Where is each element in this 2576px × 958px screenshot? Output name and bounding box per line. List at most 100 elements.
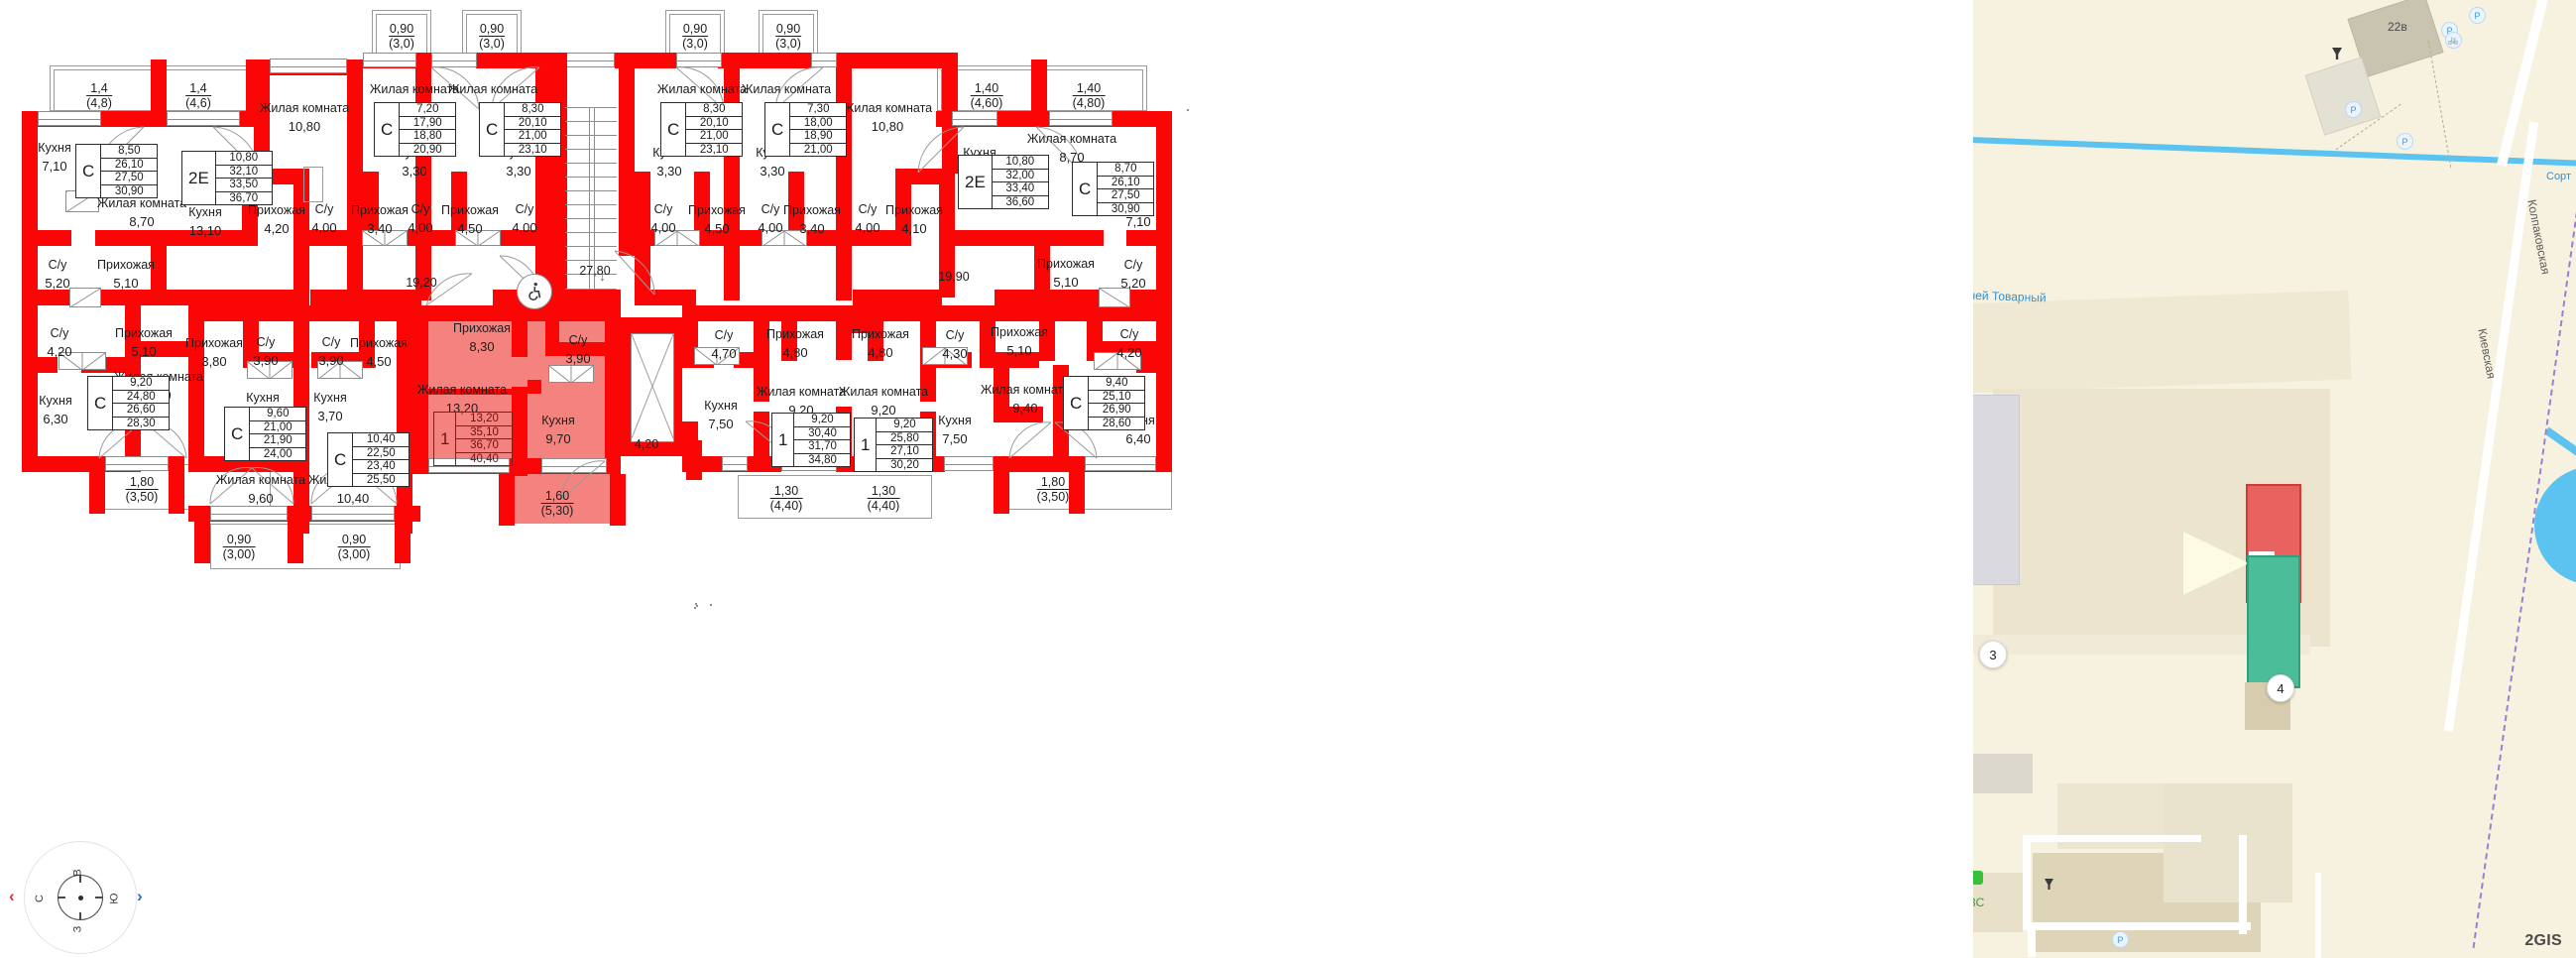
door xyxy=(614,250,658,299)
apartment-type: C xyxy=(381,119,394,139)
room-name: С/у xyxy=(50,326,69,340)
balcony-total: (4,60) xyxy=(970,96,1003,110)
room-area: 4,80 xyxy=(782,345,808,360)
apartment-area-value: 32,10 xyxy=(215,166,272,179)
room-name: С/у xyxy=(314,202,334,216)
rotate-right-arrow[interactable]: › xyxy=(137,887,143,905)
room-name: Прихожая xyxy=(852,327,909,341)
wall xyxy=(194,506,210,563)
wall xyxy=(359,307,375,367)
apartment-area-value: 33,40 xyxy=(992,182,1048,196)
bath-fixture xyxy=(1099,288,1130,307)
balcony-area: 1,4 xyxy=(185,81,211,96)
map-building xyxy=(1973,395,2020,585)
wall xyxy=(682,305,861,321)
apartment-type: C xyxy=(82,161,95,180)
room-area: 6,40 xyxy=(1125,431,1151,446)
apartment-area-value: 26,10 xyxy=(1098,177,1154,189)
wall xyxy=(955,230,1050,246)
apartment-area-value: 20,10 xyxy=(505,117,561,130)
window xyxy=(722,456,748,471)
map-marker-4[interactable]: 4 xyxy=(2267,674,2294,702)
balcony-area: 1,4 xyxy=(86,81,112,96)
wall xyxy=(939,169,955,298)
corridor-dimension-value: 19,20 xyxy=(406,276,437,290)
room-name: Кухня xyxy=(246,391,280,405)
wall xyxy=(151,230,250,246)
fuel-icon xyxy=(1973,871,1983,885)
room-name: Прихожая xyxy=(991,325,1048,339)
location-map[interactable]: 3 4 P P P P P 🚲 чей Товарный Киевская Ко… xyxy=(1973,0,2576,958)
balcony-area: 0,90 xyxy=(682,22,708,37)
room-name: Прихожая xyxy=(97,258,155,272)
room-area: 4,50 xyxy=(457,221,483,236)
room-area: 4,20 xyxy=(1116,345,1142,360)
balcony-label: 1,60(5,30) xyxy=(540,489,574,518)
parking-icon[interactable]: P xyxy=(2469,7,2486,24)
apartment-area-value: 20,90 xyxy=(412,143,442,156)
map-marker-label: 4 xyxy=(2277,680,2284,696)
parking-icon[interactable]: P xyxy=(2397,133,2413,150)
wall xyxy=(980,305,995,361)
wall xyxy=(1156,111,1172,305)
balcony-outline xyxy=(738,475,932,519)
bath-fixture xyxy=(761,230,807,247)
apartment-area-value: 22,50 xyxy=(353,447,410,460)
bicycle-icon[interactable]: 🚲 xyxy=(2445,32,2462,49)
apartment-area-value: 10,80 xyxy=(215,152,272,166)
balcony-total: (3,0) xyxy=(682,37,708,51)
room-name: Жилая комната xyxy=(96,196,187,210)
apartment-type: 2Е xyxy=(965,172,986,191)
parking-icon[interactable]: P xyxy=(2345,101,2362,118)
room-area: 4,00 xyxy=(311,220,337,235)
map-highlight-building-green[interactable] xyxy=(2247,555,2300,688)
rotate-left-arrow[interactable]: ‹ xyxy=(9,887,15,905)
room-name: С/у xyxy=(1123,258,1143,272)
room-area: 9,60 xyxy=(248,491,274,506)
wall xyxy=(868,305,883,361)
bath-fixture xyxy=(694,347,740,366)
map-marker-3[interactable]: 3 xyxy=(1979,641,2007,668)
parking-icon[interactable]: P xyxy=(2112,931,2129,948)
room-name: Прихожая xyxy=(1037,257,1095,271)
balcony-total: (3,0) xyxy=(775,37,801,51)
map-road xyxy=(2315,873,2321,958)
balcony-area: 0,90 xyxy=(389,22,414,37)
apartment-area-value: 35,10 xyxy=(456,426,513,439)
bath-fixture xyxy=(696,605,698,607)
bath-fixture xyxy=(710,604,712,606)
compass-rose[interactable]: С В Ю З ‹ › xyxy=(6,839,157,954)
apartment-area-value: 9,20 xyxy=(113,377,170,391)
corridor-dimension: 4,20 xyxy=(635,437,658,451)
apartment-type: C xyxy=(334,449,347,469)
balcony-total: (4,40) xyxy=(867,499,900,513)
wall xyxy=(499,474,515,526)
wall xyxy=(853,290,942,305)
wall xyxy=(861,305,1039,321)
apartment-area-value: 23,40 xyxy=(353,460,410,474)
